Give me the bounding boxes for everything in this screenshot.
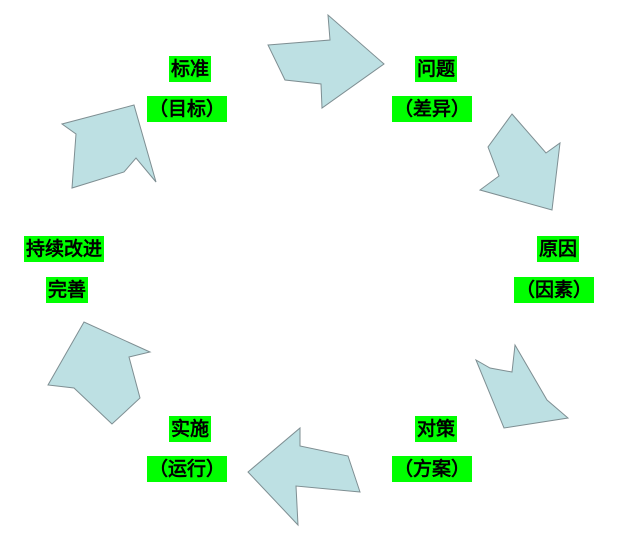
- stage-improve-sub: 完善: [46, 277, 89, 303]
- arrow-implement-to-improve: [47, 321, 152, 425]
- stage-improve-title: 持续改进: [24, 236, 105, 262]
- stage-problem-sub: （差异）: [392, 96, 473, 122]
- stage-countermeasure-sub: （方案）: [392, 456, 473, 482]
- arrow-cause-to-countermeasure: [474, 343, 570, 429]
- stage-standard-title: 标准: [169, 56, 212, 82]
- stage-standard-sub: （目标）: [147, 96, 228, 122]
- stage-countermeasure-title: 对策: [415, 416, 458, 442]
- stage-cause-sub: （因素）: [514, 277, 595, 303]
- arrow-countermeasure-to-implement: [247, 426, 361, 527]
- stage-implement-title: 实施: [169, 416, 212, 442]
- stage-cause-title: 原因: [537, 236, 580, 262]
- arrow-improve-to-standard: [60, 104, 157, 189]
- arrow-problem-to-cause: [478, 113, 561, 211]
- arrow-standard-to-problem: [267, 13, 385, 109]
- stage-problem-title: 问题: [415, 56, 458, 82]
- stage-implement-sub: （运行）: [147, 456, 228, 482]
